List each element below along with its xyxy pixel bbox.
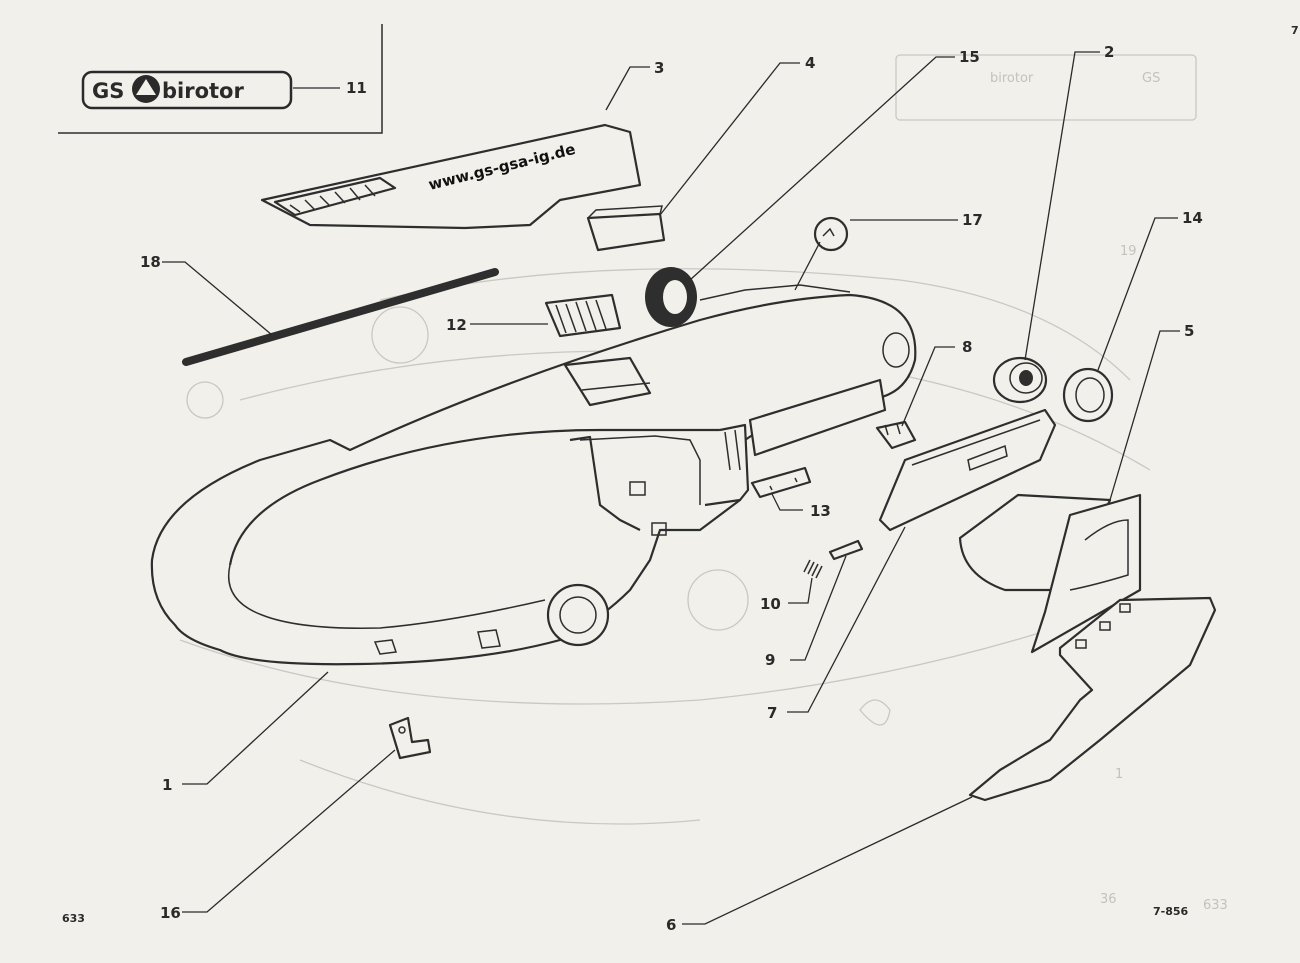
reference-code: 7-856 [1153,905,1189,918]
callout-14: 14 [1182,209,1203,227]
callout-13: 13 [810,502,831,520]
callout-1: 1 [162,776,172,794]
logo-box: GS birotor [58,24,383,134]
callout-7: 7 [767,704,777,722]
svg-text:633: 633 [1203,898,1228,913]
part-3-top-panel [260,123,642,230]
part-6-trim [968,596,1217,802]
part-4-tray [586,205,666,252]
ghost-label: GS [1142,71,1160,86]
part-13-bracket [750,466,812,499]
svg-text:1: 1 [1115,767,1123,782]
callout-8: 8 [962,338,972,356]
part-18-rod [182,268,499,366]
callout-3: 3 [654,59,664,77]
part-12-grille [544,293,622,338]
part-5-glovebox [958,493,1142,654]
svg-text:36: 36 [1100,892,1117,907]
birotor-logo-icon [132,75,160,103]
callout-16: 16 [160,904,181,922]
callout-2: 2 [1104,43,1114,61]
callout-15: 15 [959,48,980,66]
part-17-cap [813,216,849,252]
callout-9: 9 [765,651,775,669]
part-14-ring [1062,367,1114,423]
svg-text:19: 19 [1120,244,1137,259]
part-16-bracket [388,716,432,760]
callout-10: 10 [760,595,781,613]
callout-5: 5 [1184,322,1194,340]
callout-17: 17 [962,211,983,229]
ghost-logo-text: birotor [990,71,1034,86]
callout-12: 12 [446,316,467,334]
part-7-glovebox-lid [878,408,1057,532]
part-8-clip [875,420,917,450]
part-2-vent [992,356,1048,404]
corner-mark: 7 [1291,24,1299,37]
logo-text-gs: GS [92,79,124,103]
part-1-dashboard [150,284,917,666]
part-15-ring [645,267,697,327]
part-9-10-pin-spring [803,539,864,579]
callout-labels: 11 3 4 15 2 17 14 18 12 8 5 13 10 9 7 1 … [140,43,1203,934]
page-number: 633 [62,912,85,925]
callout-11: 11 [346,79,367,97]
leader-lines [162,51,1180,925]
logo-text-birotor: birotor [162,79,244,103]
callout-6: 6 [666,916,676,934]
callout-4: 4 [805,54,815,72]
callout-18: 18 [140,253,161,271]
